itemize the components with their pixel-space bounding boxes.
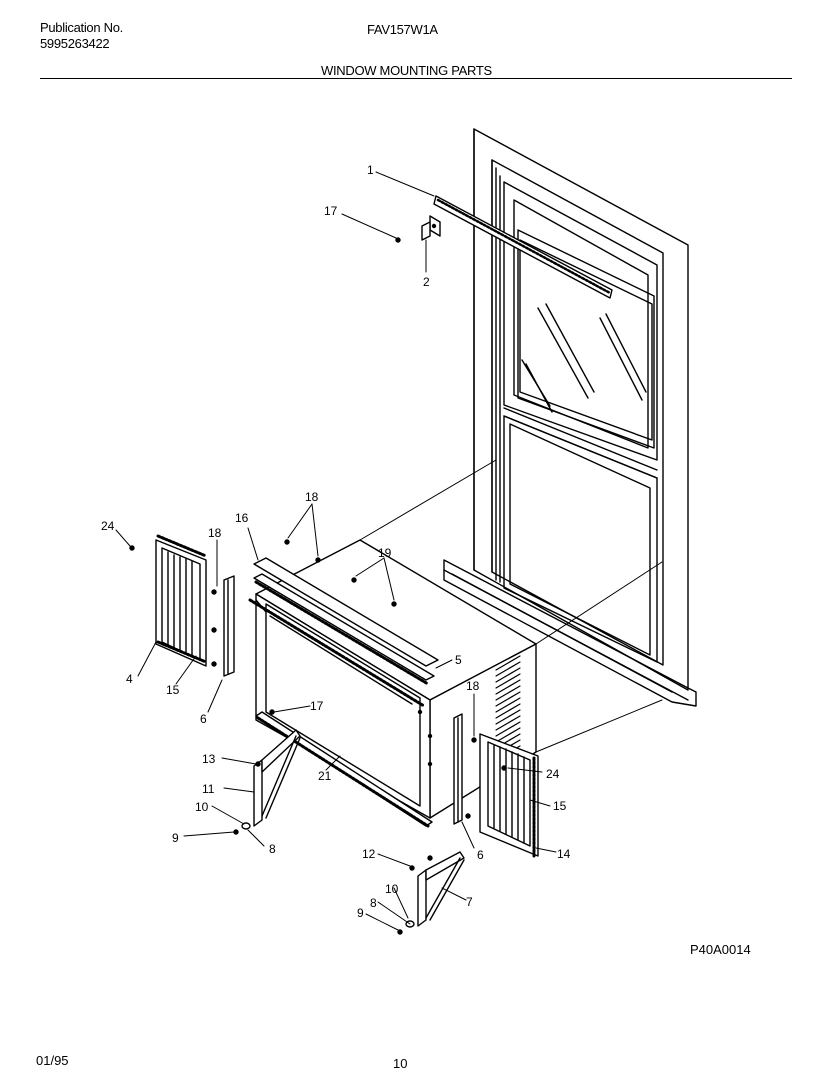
screws [129,237,507,871]
callout-label: 9 [172,831,179,845]
callout-label: 9 [357,906,364,920]
callout-label: 16 [235,511,249,525]
callout-label: 17 [324,204,338,218]
callout-label: 24 [101,519,115,533]
callout-label: 6 [477,848,484,862]
callout-label: 7 [466,895,473,909]
bottom-seal [255,711,433,828]
footer-date: 01/95 [36,1053,69,1068]
left-side-channel [223,575,235,677]
callout-label: 14 [557,847,571,861]
rail-bracket [421,215,441,241]
model-number: FAV157W1A [367,22,438,37]
leader-lines [115,171,557,931]
callout-label: 24 [546,767,560,781]
callout-label: 18 [208,526,222,540]
callout-label: 12 [362,847,376,861]
callout-label: 5 [455,653,462,667]
callout-label: 15 [553,799,567,813]
callout-labels: 1 17 2 18 16 24 18 19 5 4 15 6 17 18 13 … [101,163,571,920]
window-frame [443,128,697,707]
right-curtain-panel [479,733,539,858]
callout-label: 8 [370,896,377,910]
right-support-bracket [397,851,465,935]
callout-label: 2 [423,275,430,289]
top-channel [248,557,439,708]
callout-label: 11 [202,782,215,796]
callout-label: 8 [269,842,276,856]
publication-number: 5995263422 [40,36,110,51]
callout-label: 17 [310,699,324,713]
publication-label: Publication No. [40,20,123,35]
callout-label: 21 [318,769,332,783]
callout-label: 4 [126,672,133,686]
callout-label: 13 [202,752,216,766]
top-mounting-rail [433,195,613,299]
page-number: 10 [393,1056,408,1071]
callout-label: 10 [195,800,209,814]
callout-label: 19 [378,546,392,560]
callout-label: 15 [166,683,180,697]
left-support-bracket [233,729,301,835]
header-rule [40,78,792,79]
callout-label: 18 [466,679,480,693]
right-side-channel [453,713,463,825]
left-curtain-panel [155,534,208,667]
callout-label: 6 [200,712,207,726]
section-title: WINDOW MOUNTING PARTS [321,63,492,78]
callout-label: 10 [385,882,399,896]
drawing-code: P40A0014 [690,942,751,957]
callout-label: 18 [305,490,319,504]
callout-label: 1 [367,163,374,177]
